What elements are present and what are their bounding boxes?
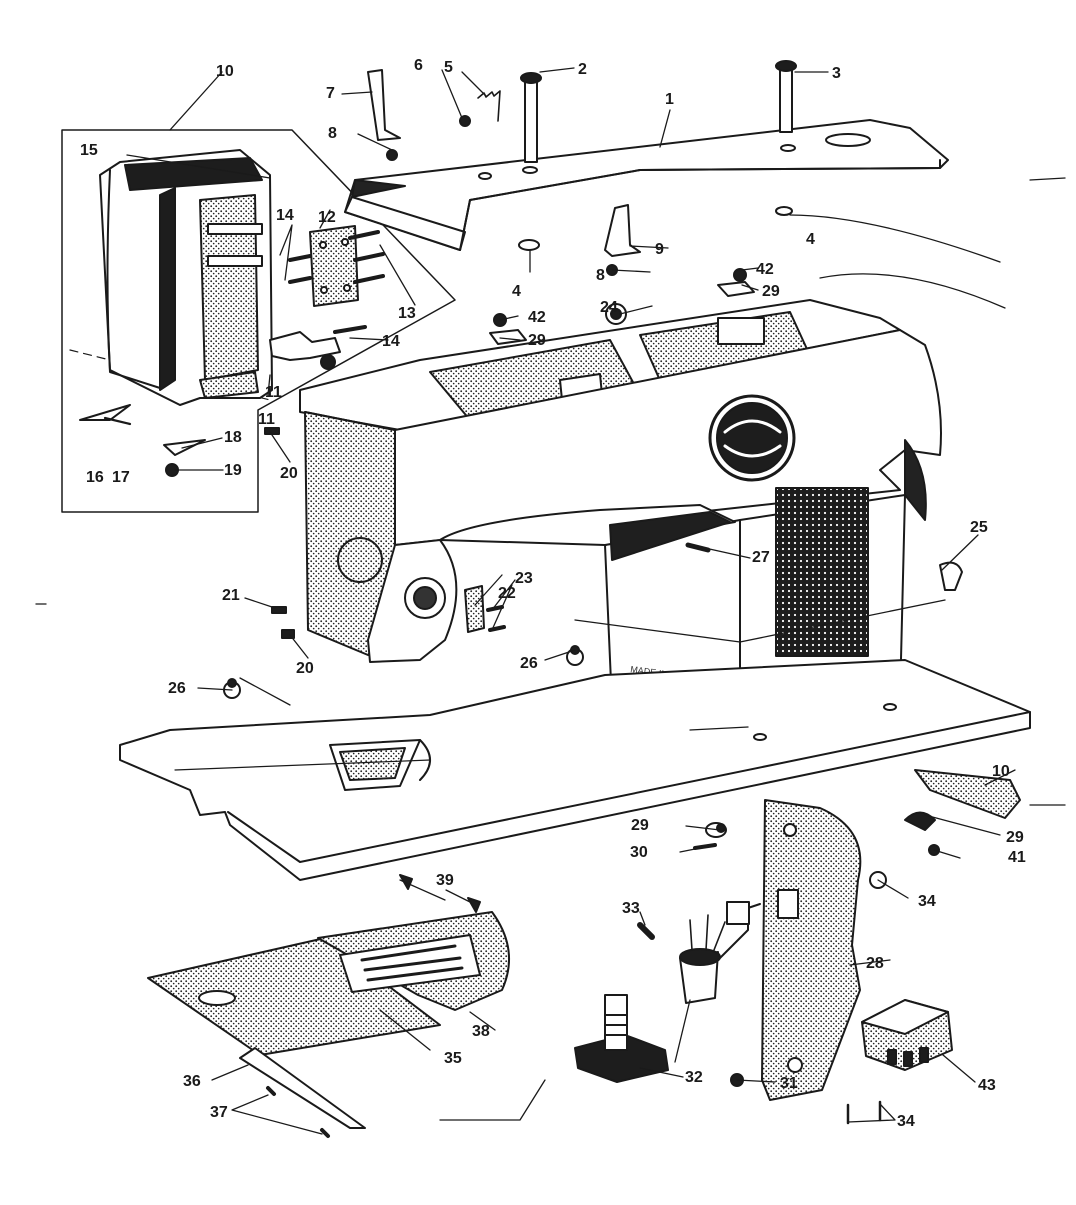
callout-36: 36 [183, 1073, 201, 1090]
right-bracket [914, 769, 1021, 819]
callout-37: 37 [210, 1104, 228, 1121]
callout-6: 6 [414, 57, 423, 74]
base-plate [119, 659, 1031, 881]
callout-8: 8 [596, 267, 605, 284]
callout-35: 35 [444, 1050, 462, 1067]
fasteners [79, 60, 963, 1138]
callout-11: 11 [265, 384, 282, 401]
callout-4: 4 [806, 231, 815, 248]
callout-39: 39 [436, 872, 454, 889]
lever [269, 331, 341, 361]
face-cover [99, 149, 273, 406]
callout-29: 29 [631, 817, 649, 834]
callout-21: 21 [222, 587, 240, 604]
callout-25: 25 [970, 519, 988, 536]
feed-blade [239, 1047, 366, 1129]
callout-23: 23 [515, 570, 533, 587]
callout-33: 33 [622, 900, 640, 917]
callout-20: 20 [296, 660, 314, 677]
callout-26: 26 [168, 680, 186, 697]
inset-outline [61, 129, 456, 513]
callout-24: 24 [600, 299, 618, 316]
callout-41: 41 [1008, 849, 1026, 866]
callout-32: 32 [685, 1069, 703, 1086]
callout-13: 13 [398, 305, 416, 322]
callout-17: 17 [112, 469, 130, 486]
callout-29: 29 [528, 332, 546, 349]
callout-5: 5 [444, 59, 453, 76]
side-plate [761, 799, 862, 1101]
callout-26: 26 [520, 655, 538, 672]
callout-14: 14 [276, 207, 294, 224]
speed-control [574, 994, 669, 1083]
callout-34: 34 [918, 893, 936, 910]
callout-20: 20 [280, 465, 298, 482]
callout-31: 31 [780, 1075, 798, 1092]
callout-30: 30 [630, 844, 648, 861]
bottom-plates [147, 911, 511, 1056]
callout-34: 34 [897, 1113, 915, 1130]
callout-8: 8 [328, 125, 337, 142]
callout-10: 10 [216, 63, 234, 80]
callout-43: 43 [978, 1077, 996, 1094]
callout-42: 42 [756, 261, 774, 278]
callout-42: 42 [528, 309, 546, 326]
callout-10: 10 [992, 763, 1010, 780]
callout-11: 11 [258, 411, 275, 428]
callout-12: 12 [318, 209, 336, 226]
relay-box [861, 999, 953, 1071]
callout-14: 14 [382, 333, 400, 350]
callout-15: 15 [80, 142, 98, 159]
callout-4: 4 [512, 283, 521, 300]
callout-9: 9 [655, 241, 664, 258]
callout-7: 7 [326, 85, 335, 102]
callout-27: 27 [752, 549, 770, 566]
callout-16: 16 [86, 469, 104, 486]
callout-2: 2 [578, 61, 587, 78]
callout-29: 29 [1006, 829, 1024, 846]
hinge-plate [309, 225, 359, 307]
callout-22: 22 [498, 585, 516, 602]
callout-19: 19 [224, 462, 242, 479]
top-cover [344, 119, 949, 251]
callout-29: 29 [762, 283, 780, 300]
callout-18: 18 [224, 429, 242, 446]
leader-lines [35, 67, 1066, 1135]
lamp-socket [679, 901, 761, 1004]
callout-28: 28 [866, 955, 884, 972]
callout-38: 38 [472, 1023, 490, 1040]
machine-head [299, 299, 942, 731]
callout-3: 3 [832, 65, 841, 82]
callout-1: 1 [665, 91, 674, 108]
